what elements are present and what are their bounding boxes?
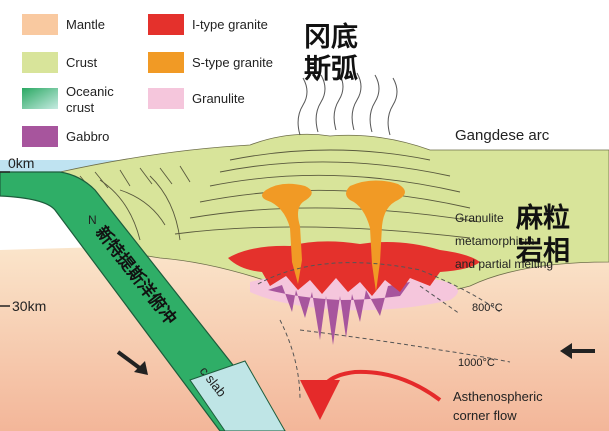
legend-swatch bbox=[148, 52, 184, 73]
isotherm-1000-label: 1000°C bbox=[458, 357, 495, 369]
legend-label: Granulite bbox=[192, 91, 245, 106]
granulite-facies-cn-line1: 麻粒 bbox=[516, 203, 570, 234]
legend-label: Oceanic bbox=[66, 84, 114, 99]
legend-swatch bbox=[22, 126, 58, 147]
gangdese-arc-cn-line2: 斯弧 bbox=[304, 54, 358, 85]
corner-flow-line1: Asthenospheric bbox=[453, 389, 543, 404]
depth-label-30: 30km bbox=[12, 298, 46, 314]
legend-label: I-type granite bbox=[192, 17, 268, 32]
legend-label: Mantle bbox=[66, 17, 105, 32]
gangdese-arc-label: Gangdese arc bbox=[455, 127, 550, 144]
legend-swatch bbox=[22, 14, 58, 35]
legend-item: Granulite bbox=[148, 88, 245, 109]
legend-swatch bbox=[22, 88, 58, 109]
legend-swatch bbox=[22, 52, 58, 73]
legend-item: Gabbro bbox=[22, 126, 109, 147]
depth-label-0: 0km bbox=[8, 155, 34, 171]
legend-label: Crust bbox=[66, 55, 97, 70]
legend-label: Gabbro bbox=[66, 129, 109, 144]
corner-flow-line2: corner flow bbox=[453, 408, 517, 423]
slab-n-label: N bbox=[88, 213, 97, 227]
legend-label: S-type granite bbox=[192, 55, 273, 70]
gangdese-arc-cn-line1: 冈底 bbox=[304, 21, 358, 53]
granulite-note-line1: Granulite bbox=[455, 211, 504, 225]
legend-item: S-type granite bbox=[148, 52, 273, 73]
legend-label: crust bbox=[66, 100, 95, 115]
legend-item: I-type granite bbox=[148, 14, 268, 35]
isotherm-800-label: 800°C bbox=[472, 302, 503, 314]
legend-swatch bbox=[148, 14, 184, 35]
legend-swatch bbox=[148, 88, 184, 109]
granulite-facies-cn-line2: 岩相 bbox=[515, 236, 570, 267]
